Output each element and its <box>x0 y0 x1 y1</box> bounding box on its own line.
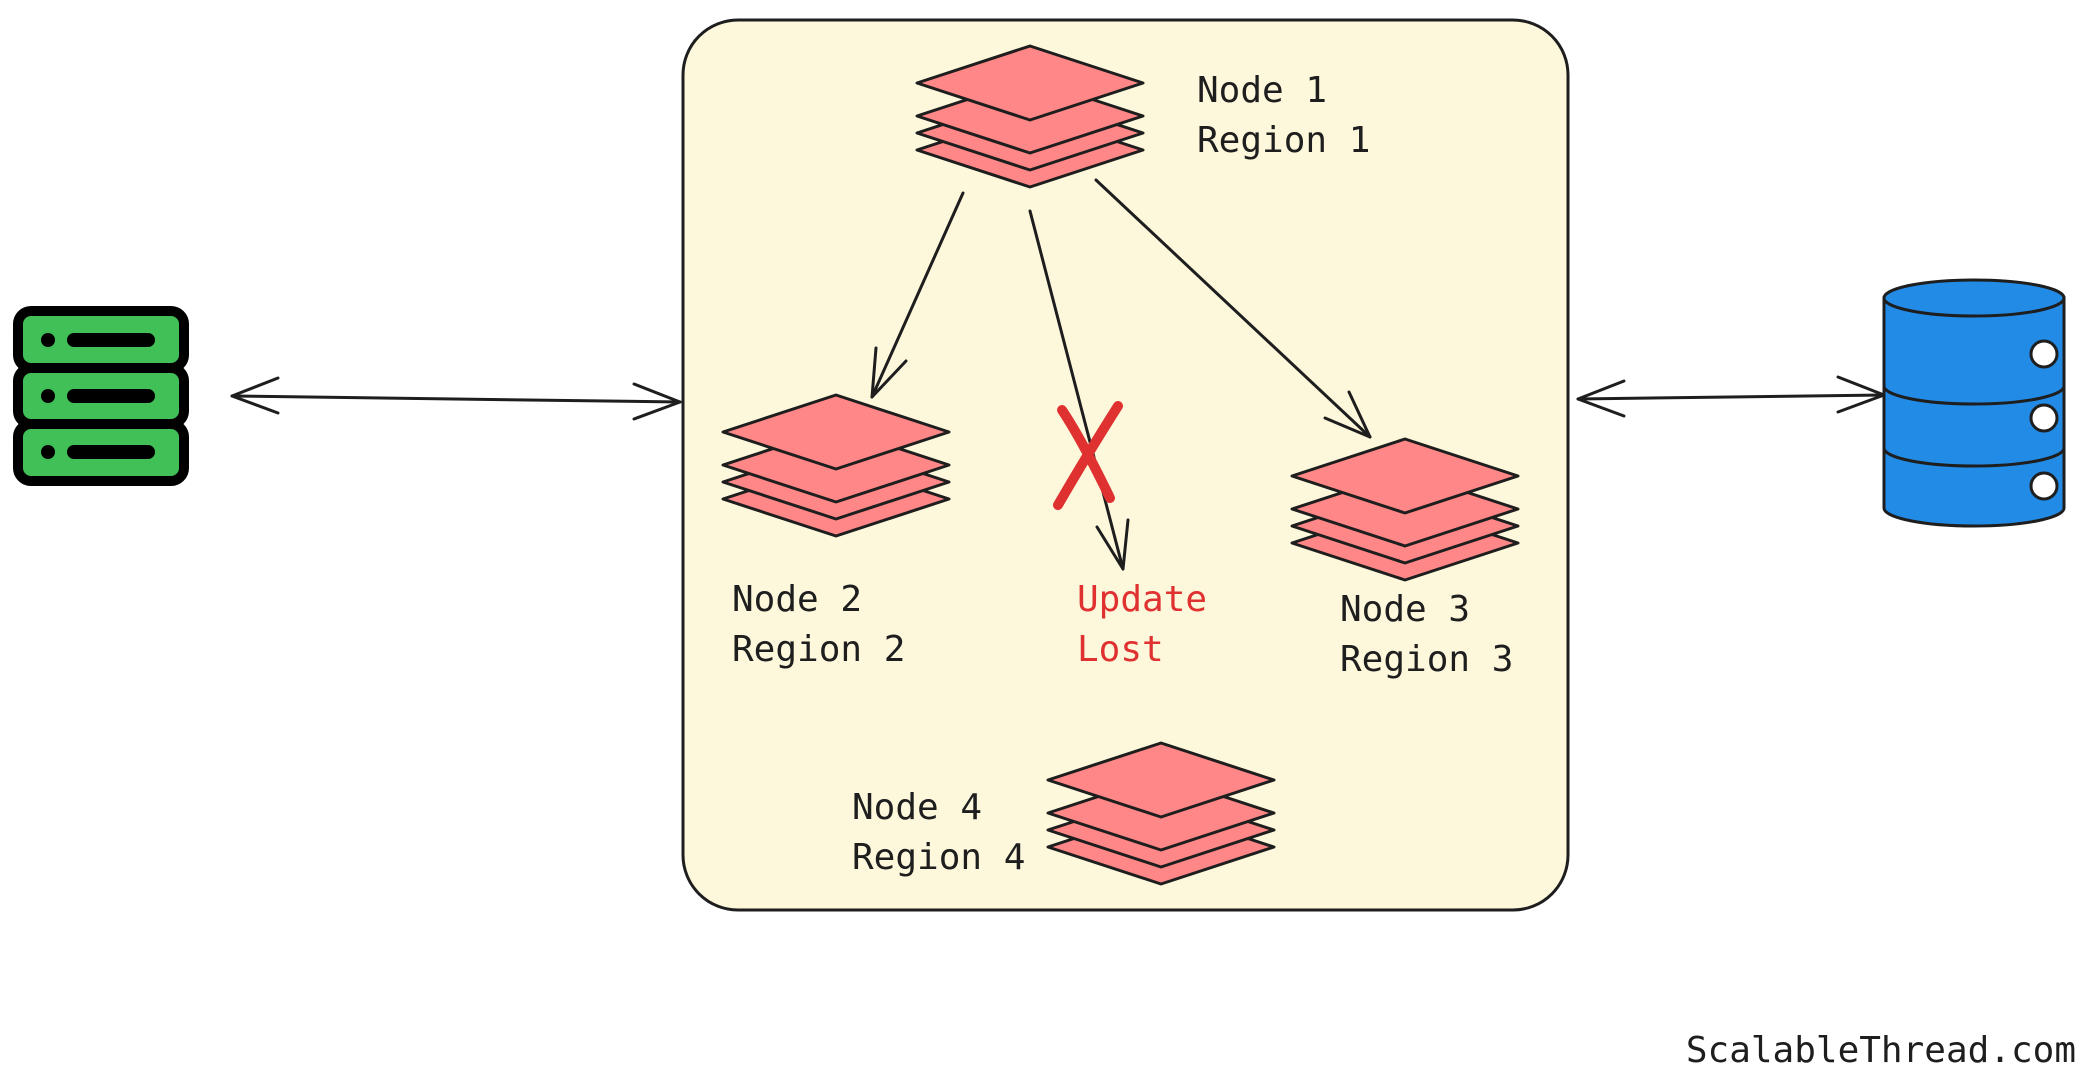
node-1-region: Region 1 <box>1197 120 1370 161</box>
update-lost-line-1: Update <box>1077 579 1207 620</box>
client-cluster-arrow <box>230 376 682 421</box>
server-icon <box>13 306 189 486</box>
database-icon <box>1882 278 2066 528</box>
update-lost-line-2: Lost <box>1077 629 1164 670</box>
node-3-name: Node 3 <box>1340 589 1470 630</box>
x-mark-icon <box>1053 401 1123 510</box>
node-3-region: Region 3 <box>1340 639 1513 680</box>
cluster-database-arrow <box>1576 375 1886 418</box>
node-4-name: Node 4 <box>852 787 982 828</box>
node-1-name: Node 1 <box>1197 70 1327 111</box>
cluster-container <box>681 18 1570 912</box>
node-2-region: Region 2 <box>732 629 905 670</box>
replication-arrow-node-2 <box>870 191 965 399</box>
replication-arrow-node-3 <box>1094 178 1372 439</box>
replication-arrow-lost <box>1028 209 1130 571</box>
watermark: ScalableThread.com <box>1686 1030 2076 1071</box>
node-4-region: Region 4 <box>852 837 1025 878</box>
node-2-name: Node 2 <box>732 579 862 620</box>
